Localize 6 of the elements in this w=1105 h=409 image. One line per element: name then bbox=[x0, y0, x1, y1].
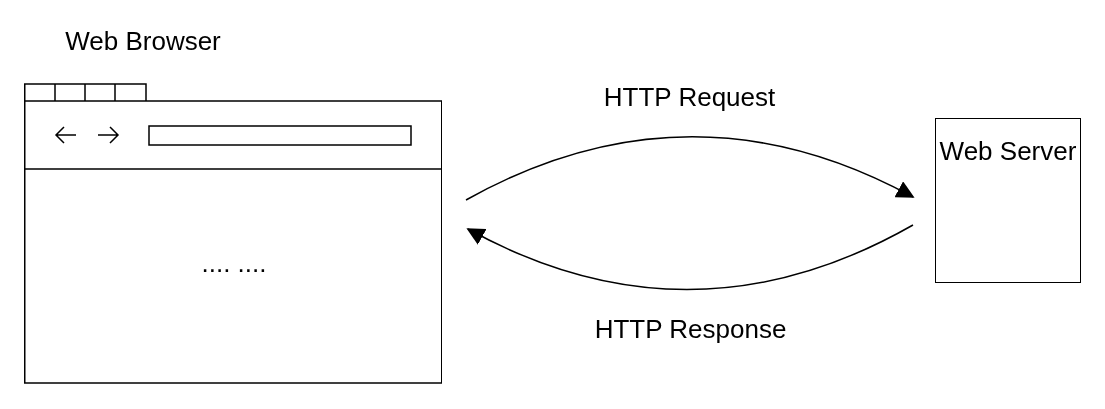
page-content-text: .... .... bbox=[200, 248, 268, 279]
arrow bbox=[465, 136, 915, 201]
browser-label: Web Browser bbox=[64, 26, 222, 57]
server-label: Web Server bbox=[938, 135, 1078, 168]
server-box bbox=[935, 118, 1081, 283]
arrow bbox=[466, 224, 914, 291]
